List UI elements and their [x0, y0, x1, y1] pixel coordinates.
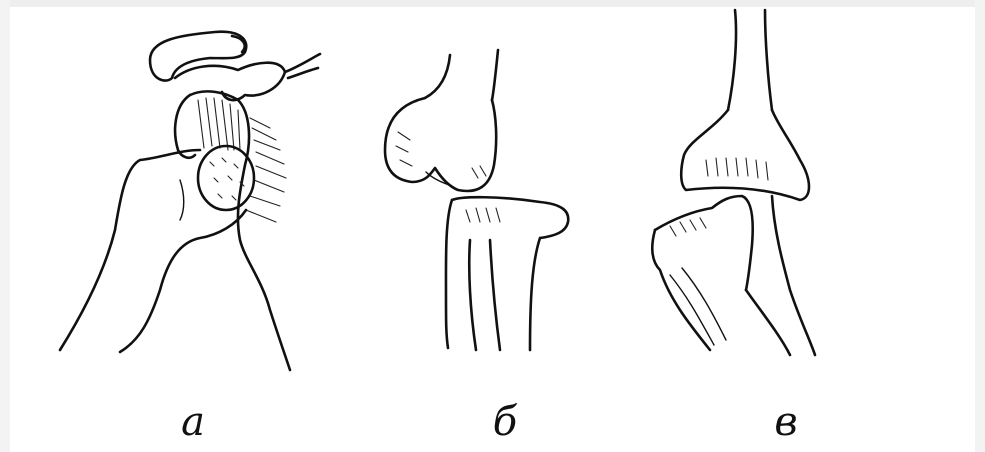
panel-a-socket-rim — [175, 95, 195, 158]
panel-a-socket — [190, 91, 290, 370]
panel-a-drawing — [60, 32, 320, 370]
panel-b-lower-shaft-b — [530, 238, 540, 350]
panel-a-ring — [150, 32, 246, 81]
panel-b-lower-hatching — [466, 208, 500, 222]
panel-v-lower-top — [655, 196, 753, 290]
panel-b-drawing — [385, 50, 568, 350]
panel-b-condyle — [385, 98, 496, 191]
panel-a-humerus — [60, 150, 246, 352]
panel-b-lower-top — [452, 197, 568, 238]
panel-b-lower-shaft-a — [446, 200, 452, 348]
panel-v-condyle-hatching — [706, 158, 768, 180]
panel-a-humerus-detail — [180, 180, 184, 220]
panel-b-lower-shaft-c — [469, 240, 500, 350]
panel-b-condyle-hatching — [396, 132, 486, 178]
panel-v-upper-shaft — [728, 10, 772, 110]
panel-a-humeral-head — [198, 146, 254, 210]
panel-a-label: а — [163, 400, 223, 444]
panel-v-lower-shaft-b — [746, 290, 790, 355]
panel-v-condyle — [681, 110, 809, 200]
panel-v-label: в — [756, 400, 816, 444]
panel-b-label: б — [475, 400, 535, 444]
panel-v-upper-shaft-right — [772, 196, 815, 355]
panel-v-drawing — [652, 10, 815, 355]
panel-b-upper-shaft — [425, 50, 498, 100]
